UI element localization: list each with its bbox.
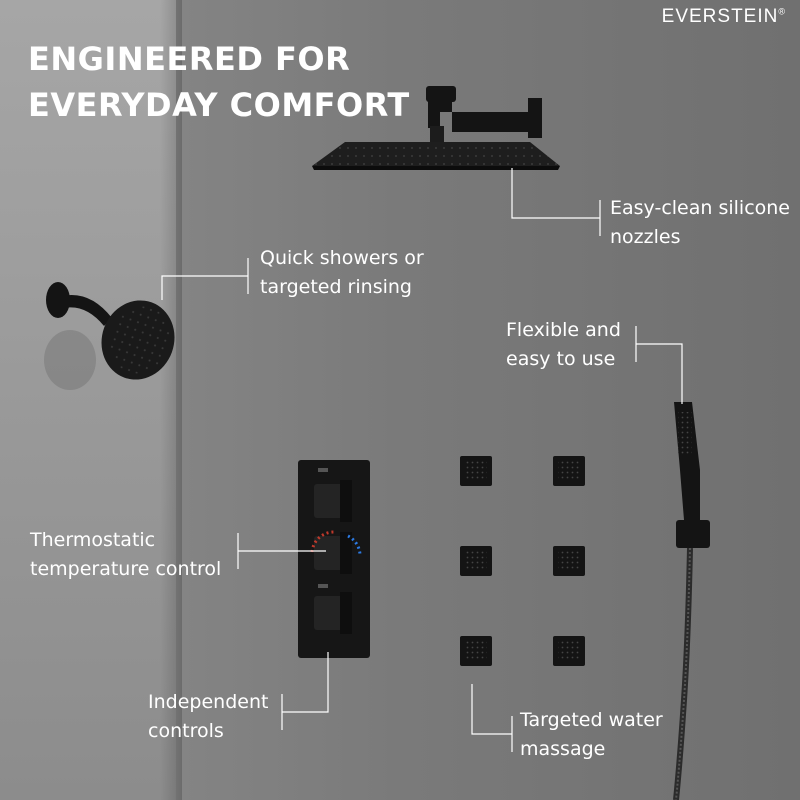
brand-registered-mark: ®: [778, 6, 786, 17]
brand-name: EVERSTEIN: [661, 6, 779, 27]
callout-wall-head: Quick showers or targeted rinsing: [260, 244, 424, 302]
handheld-shower-icon: [673, 402, 710, 800]
rain-shower-head-icon: [312, 86, 560, 170]
callout-controls-line-1: Independent: [148, 691, 269, 713]
wall-corner-shadow: [160, 0, 182, 800]
callout-body-jets-line-1: Targeted water: [520, 709, 663, 731]
callout-lines: [161, 168, 683, 752]
callout-body-jets: Targeted water massage: [520, 706, 663, 764]
thermostatic-valve-icon: [298, 460, 370, 658]
callout-thermostat-line-2: temperature control: [30, 558, 222, 580]
callout-controls: Independent controls: [148, 688, 268, 746]
headline-line-2: EVERYDAY COMFORT: [28, 86, 410, 124]
headline-line-1: ENGINEERED FOR: [28, 40, 351, 78]
callout-handheld-line-2: easy to use: [506, 348, 616, 370]
callout-thermostat-line-1: Thermostatic: [30, 529, 156, 551]
callout-controls-line-2: controls: [148, 720, 224, 742]
callout-body-jets-line-2: massage: [520, 738, 606, 760]
callout-handheld: Flexible and easy to use: [506, 316, 621, 374]
brand-logo: EVERSTEIN®: [662, 6, 786, 28]
callout-handheld-line-1: Flexible and: [506, 319, 621, 341]
round-shower-head-icon: [44, 282, 175, 390]
callout-rain-head-line-2: nozzles: [610, 226, 681, 248]
callout-rain-head-line-1: Easy-clean silicone: [610, 197, 790, 219]
callout-thermostat: Thermostatic temperature control: [30, 526, 221, 584]
body-spray-jet-icon: [460, 456, 585, 666]
callout-wall-head-line-2: targeted rinsing: [260, 276, 412, 298]
left-wall: [0, 0, 176, 800]
callout-rain-head: Easy-clean silicone nozzles: [610, 194, 790, 252]
callout-wall-head-line-1: Quick showers or: [260, 247, 424, 269]
headline: ENGINEERED FOR EVERYDAY COMFORT: [28, 36, 410, 128]
